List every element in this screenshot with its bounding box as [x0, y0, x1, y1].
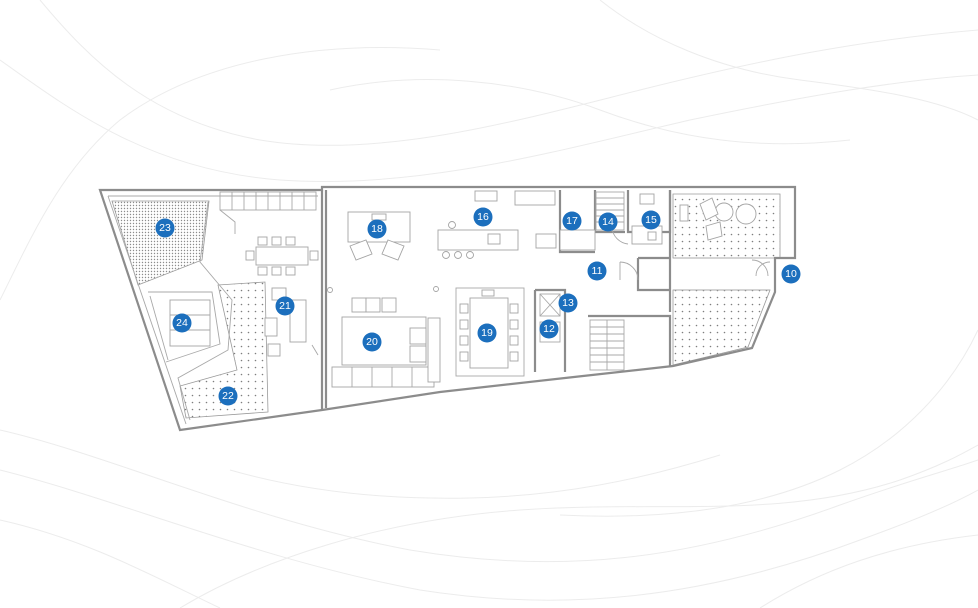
- svg-text:20: 20: [366, 336, 378, 348]
- room-label-badges: 10 11 12 13 14 15 16 17 18 19 20 21 22 2…: [155, 207, 801, 406]
- svg-text:13: 13: [562, 297, 574, 309]
- svg-text:11: 11: [592, 265, 603, 277]
- svg-text:19: 19: [481, 327, 493, 339]
- room-label-11: 11: [587, 261, 607, 281]
- svg-text:22: 22: [222, 390, 234, 402]
- room-label-21: 21: [275, 296, 295, 316]
- svg-text:15: 15: [645, 214, 657, 226]
- room-label-23: 23: [155, 218, 175, 238]
- walls: [98, 185, 797, 432]
- terrace-furniture: [699, 197, 757, 241]
- room-label-17: 17: [562, 211, 582, 231]
- paving-areas: [111, 193, 781, 419]
- kitchen: [437, 190, 596, 259]
- room-label-14: 14: [598, 212, 618, 232]
- entrance-doors: [619, 259, 771, 281]
- bathroom-fixtures: [611, 193, 689, 245]
- living-room: [327, 286, 441, 388]
- courtyard-stair: [219, 191, 317, 234]
- interior-stair: [589, 191, 625, 371]
- room-label-12: 12: [539, 319, 559, 339]
- svg-text:23: 23: [159, 222, 171, 234]
- outdoor-dining-table: [245, 236, 319, 276]
- svg-text:10: 10: [785, 268, 797, 280]
- svg-text:16: 16: [477, 211, 489, 223]
- room-label-20: 20: [362, 332, 382, 352]
- svg-text:21: 21: [279, 300, 291, 312]
- lounge-furniture: [264, 287, 319, 357]
- svg-text:17: 17: [566, 215, 578, 227]
- room-label-13: 13: [558, 293, 578, 313]
- room-label-19: 19: [477, 323, 497, 343]
- room-label-15: 15: [641, 210, 661, 230]
- room-label-22: 22: [218, 386, 238, 406]
- room-label-24: 24: [172, 313, 192, 333]
- room-label-16: 16: [473, 207, 493, 227]
- room-label-18: 18: [367, 219, 387, 239]
- sitting-area: [347, 211, 411, 261]
- svg-text:12: 12: [543, 323, 555, 335]
- svg-text:14: 14: [602, 216, 614, 228]
- svg-text:18: 18: [371, 223, 383, 235]
- svg-text:24: 24: [176, 317, 188, 329]
- room-label-10: 10: [781, 264, 801, 284]
